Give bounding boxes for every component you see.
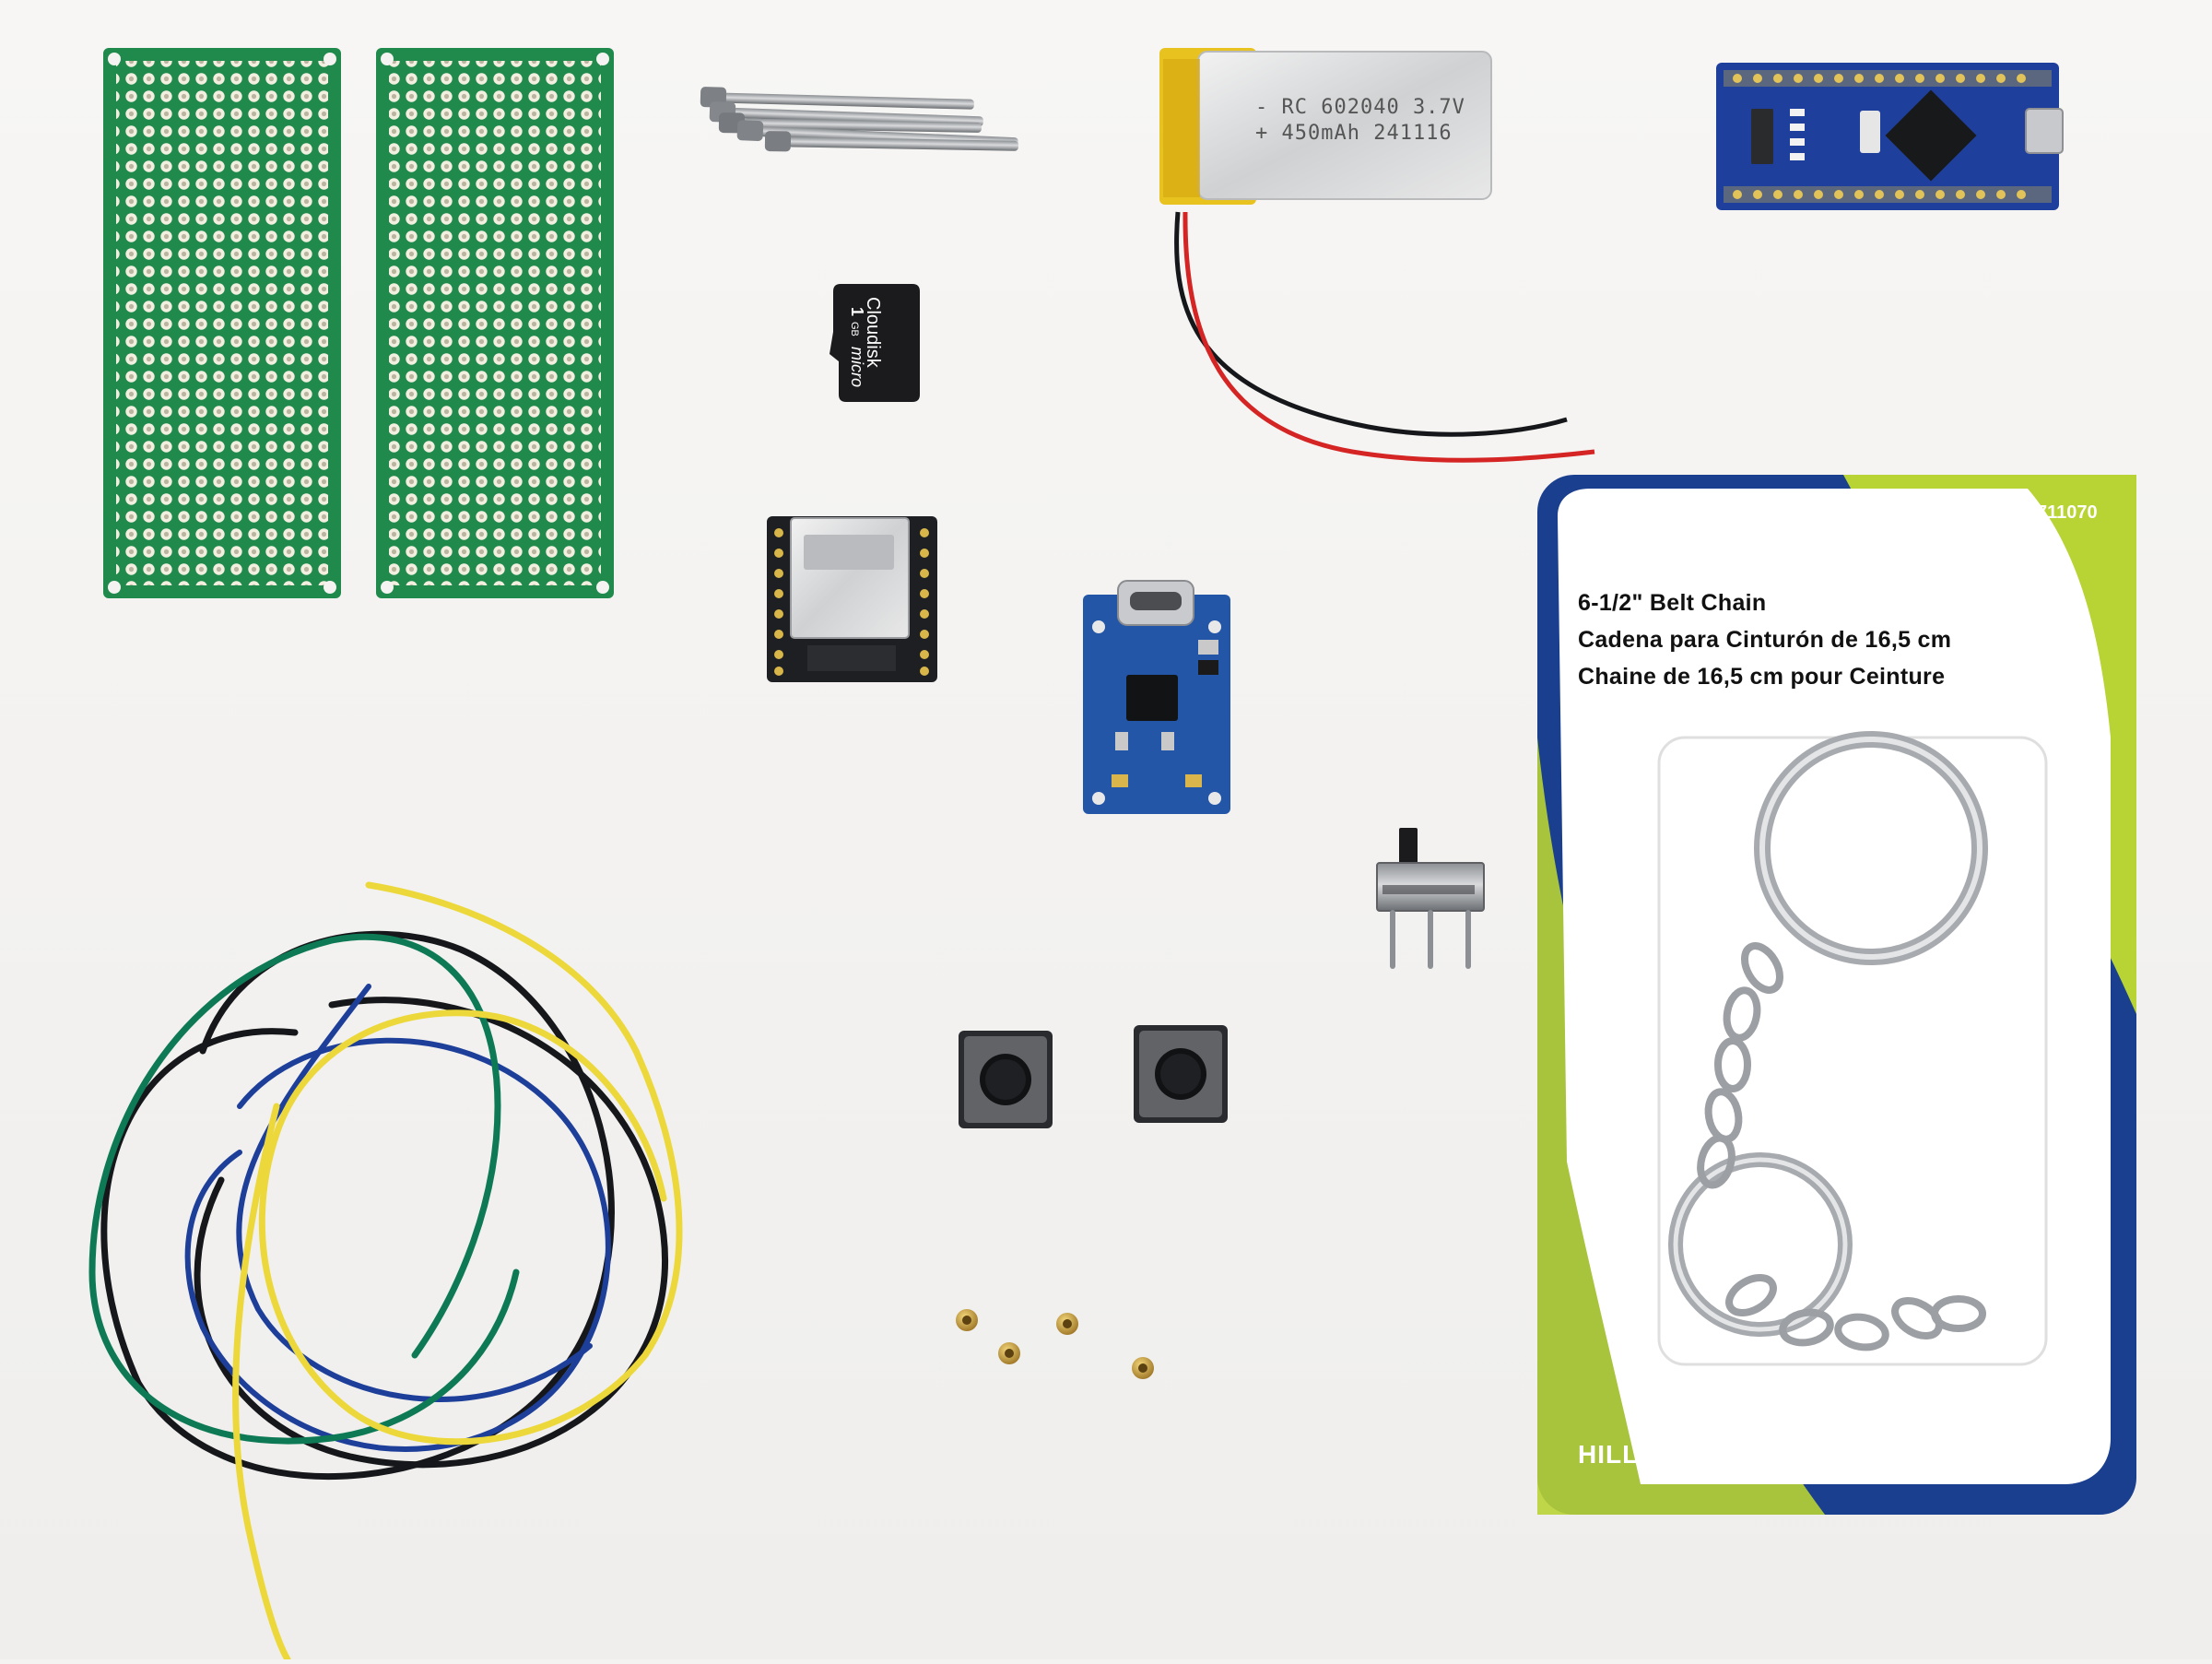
- sd-unit-text: GB: [849, 322, 860, 336]
- package-title-fr: Chaine de 16,5 cm pour Ceinture: [1578, 664, 1946, 690]
- lipo-battery: [1159, 48, 1595, 463]
- slide-switch: [1376, 828, 1485, 969]
- screws: [700, 87, 1018, 152]
- microsd-card: Cloudisk 1 GB micro: [830, 284, 920, 402]
- sd-type-text: micro: [848, 347, 866, 387]
- battery-label-line1: - RC 602040 3.7V: [1255, 96, 1465, 119]
- keyring-package: [1537, 475, 2136, 1515]
- sd-brand-text: Cloudisk: [863, 297, 883, 369]
- brass-inserts: [956, 1309, 1154, 1379]
- wire-bundle: [88, 881, 683, 1663]
- package-title-en: 6-1/2" Belt Chain: [1578, 590, 1767, 616]
- perfboard-left: [103, 48, 341, 598]
- sd-capacity-text: 1: [848, 307, 866, 316]
- package-title-es: Cadena para Cinturón de 16,5 cm: [1578, 627, 1952, 653]
- package-brand: HILLMAN: [1578, 1440, 1700, 1469]
- perfboard-right: [376, 48, 614, 598]
- usb-c-charger: [1083, 580, 1230, 814]
- mp3-module: [767, 516, 937, 682]
- tactile-button-right: [1134, 1025, 1228, 1123]
- battery-label-line2: + 450mAh 241116: [1255, 122, 1453, 145]
- arduino-nano: [1716, 63, 2064, 210]
- package-part-number: 711070: [2037, 502, 2098, 523]
- tactile-button-left: [959, 1031, 1053, 1128]
